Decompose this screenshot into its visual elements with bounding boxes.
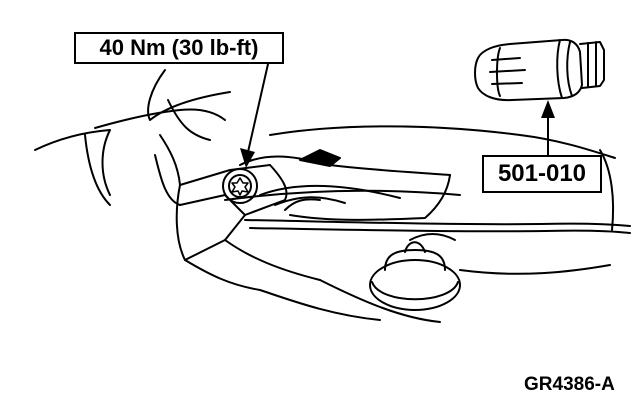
bracket-flange	[184, 259, 381, 321]
floor-contour-right	[599, 149, 615, 231]
torx-bit-tool	[474, 38, 605, 102]
grommet-body	[384, 249, 446, 271]
tool-collar-2	[566, 41, 573, 97]
figure-id-label: GR4386-A	[524, 374, 615, 395]
strap-lower	[259, 184, 401, 199]
bolt-washer	[222, 168, 258, 204]
bolt-head	[228, 174, 252, 198]
left-panel-edge	[34, 129, 111, 196]
tool-flute-2	[489, 69, 526, 73]
tool-collar	[556, 39, 563, 99]
upper-panel-outline	[147, 69, 231, 121]
grommet-base	[369, 259, 461, 311]
torque-leader-arrowhead	[240, 148, 255, 168]
cable-drop	[409, 233, 456, 241]
grommet-stem	[404, 241, 426, 253]
strap-end	[289, 174, 451, 221]
bracket-side-2	[159, 134, 181, 186]
bracket-lower-edge	[224, 239, 321, 281]
strap-fold	[274, 196, 346, 206]
tool-shank	[579, 41, 605, 89]
tool-leader-arrowhead	[541, 100, 555, 118]
bolt-torx-socket	[231, 177, 249, 196]
floor-curve-right	[459, 264, 611, 275]
upper-panel-lower-edge	[94, 108, 226, 129]
left-panel-inner	[84, 134, 111, 206]
strap-loop	[284, 198, 321, 211]
bracket-side	[154, 154, 181, 206]
floor-contour-top	[269, 125, 616, 159]
tool-number-callout: 501-010	[482, 155, 602, 193]
torque-spec-callout: 40 Nm (30 lb-ft)	[74, 32, 284, 64]
upper-panel-fold	[167, 99, 211, 141]
tool-body	[474, 38, 583, 102]
floor-edge-bottom	[319, 279, 441, 323]
cable-lower	[249, 227, 631, 234]
tool-flute-1	[491, 57, 521, 61]
strap-shading	[299, 149, 341, 167]
tool-tip-groove	[496, 47, 501, 97]
grommet-rim	[371, 281, 459, 301]
cable-upper	[244, 219, 631, 227]
torque-leader-line	[247, 63, 269, 153]
